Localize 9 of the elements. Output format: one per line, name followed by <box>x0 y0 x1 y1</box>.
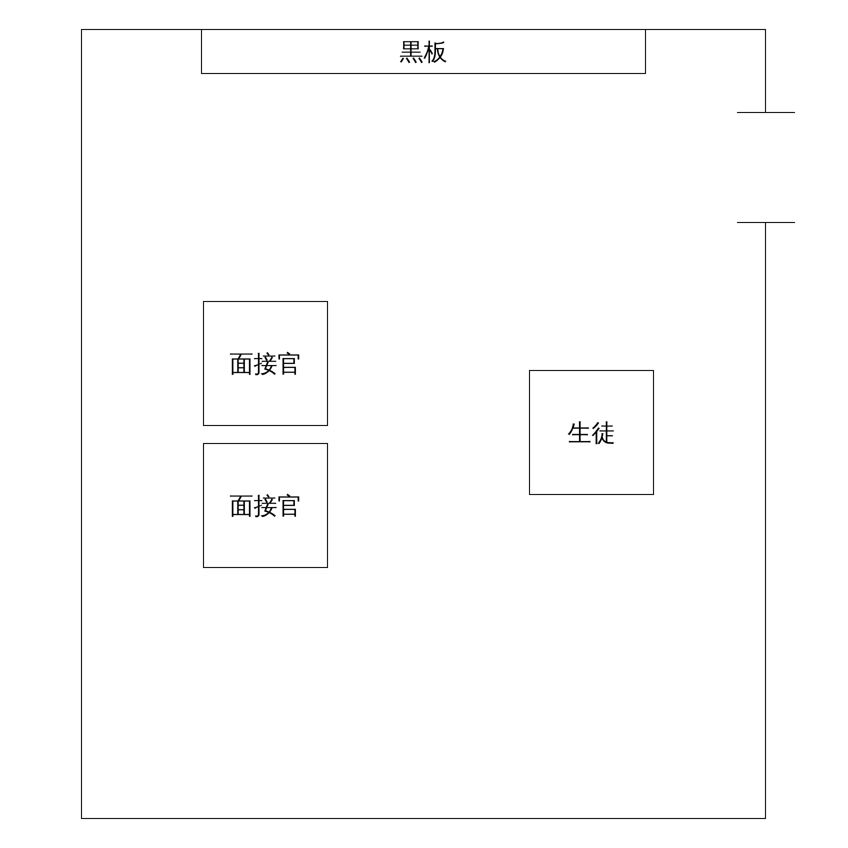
room-outline <box>81 29 766 819</box>
student-desk <box>529 370 654 495</box>
interviewer-desk <box>203 443 328 568</box>
blackboard-label: 黒板 <box>400 36 448 68</box>
interviewer-desk <box>203 301 328 426</box>
blackboard <box>201 29 646 74</box>
interviewer-label: 面接官 <box>230 348 302 380</box>
interviewer-label: 面接官 <box>230 490 302 522</box>
student-label: 生徒 <box>568 418 616 448</box>
